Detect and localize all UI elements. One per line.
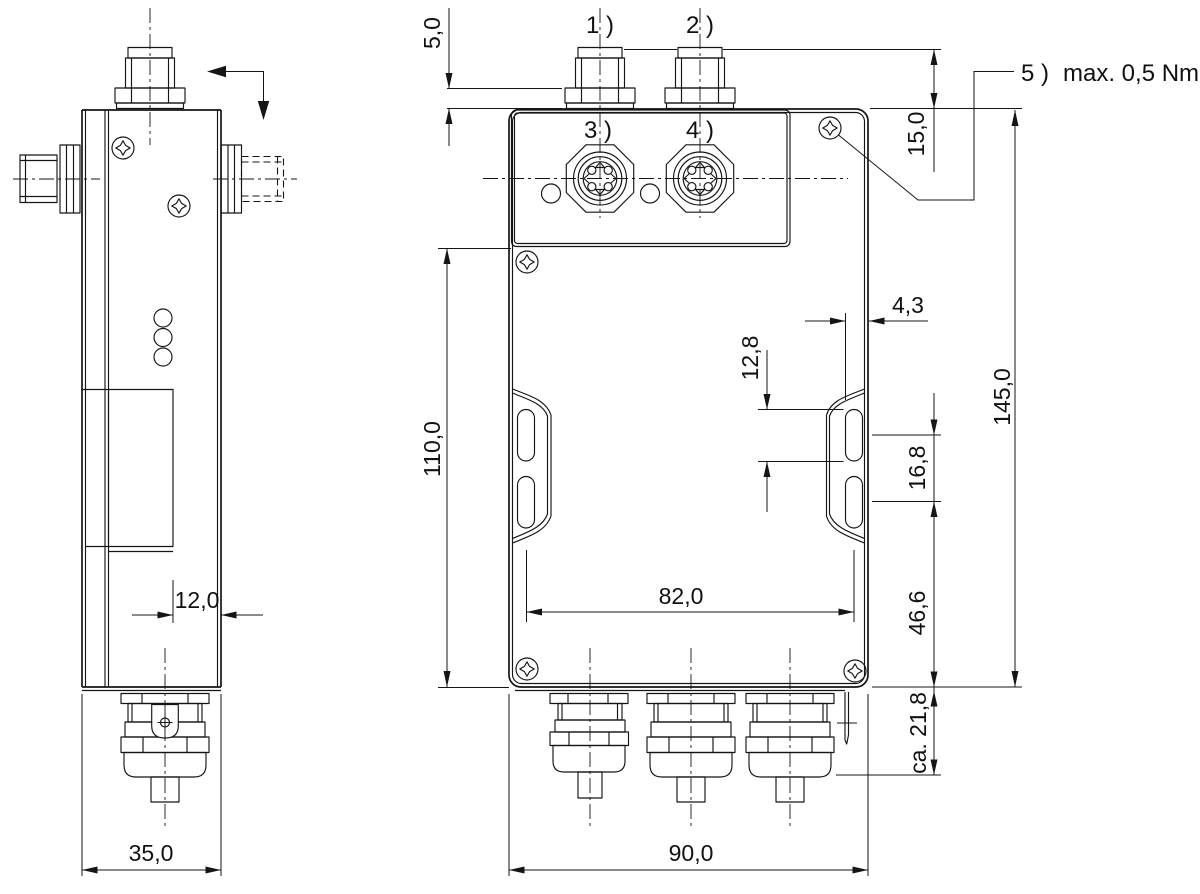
dim-body-height-text: 110,0 — [419, 421, 445, 477]
top-connector-2 — [664, 8, 736, 218]
dim-side-width-text: 35,0 — [129, 840, 174, 866]
dim-side-width: 35,0 — [81, 694, 222, 876]
dim-slot-width-text: 4,3 — [892, 292, 924, 318]
front-dimensions: 5,0 15,0 145,0 110,0 — [419, 8, 1022, 876]
view-direction-arrow — [207, 65, 270, 120]
top-connector-1 — [564, 8, 636, 218]
dim-washer-height: 5,0 — [419, 8, 562, 146]
dim-gland-length-text: ca. 21,8 — [905, 692, 931, 774]
dim-connector-protrusion-text: 15,0 — [903, 112, 929, 157]
dim-side-offset-text: 12,0 — [175, 587, 220, 613]
note-text: max. 0,5 Nm — [1063, 60, 1199, 87]
led-icon — [639, 183, 661, 204]
dim-slot-to-base-text: 46,6 — [904, 591, 930, 636]
dim-front-width-text: 90,0 — [669, 840, 714, 866]
side-display-window — [107, 388, 174, 548]
dim-slot-length-text: 12,8 — [737, 336, 763, 381]
led-icon — [153, 347, 173, 367]
dim-total-height: 145,0 — [872, 110, 1022, 688]
side-top-connector — [114, 8, 186, 145]
dim-slot-to-base: 46,6 — [904, 591, 938, 687]
dim-front-width: 90,0 — [508, 694, 869, 876]
dim-hole-spacing-text: 82,0 — [659, 583, 704, 609]
front-cable-gland-small — [549, 648, 630, 830]
connector-label-2: 2 ) — [686, 12, 714, 39]
dim-gland-length: ca. 21,8 — [836, 691, 941, 776]
side-housing-outline — [81, 109, 222, 692]
clip-pin — [837, 692, 857, 745]
dim-connector-protrusion: 15,0 — [624, 49, 1022, 172]
led-icon — [153, 327, 173, 348]
note-ref-label: 5 ) — [1021, 60, 1049, 87]
led-icon — [153, 308, 173, 328]
dim-slot-length: 12,8 — [737, 336, 844, 512]
side-led-indicators — [153, 308, 173, 367]
side-cable-gland — [120, 648, 210, 830]
side-view: 12,0 35,0 — [13, 8, 297, 876]
torque-note: 5 ) max. 0,5 Nm — [838, 60, 1199, 201]
connector-label-3: 3 ) — [584, 117, 612, 144]
dim-side-offset: 12,0 — [132, 580, 263, 623]
connector-label-4: 4 ) — [686, 117, 714, 144]
left-mounting-boss — [512, 388, 552, 544]
led-icon — [540, 183, 562, 204]
dim-slot-pitch-text: 16,8 — [904, 446, 930, 491]
front-cable-gland-mid — [646, 648, 736, 830]
dim-total-height-text: 145,0 — [989, 368, 1015, 426]
dim-washer-height-text: 5,0 — [419, 17, 445, 49]
dim-slot-width: 4,3 — [805, 292, 928, 400]
front-view: 1 ) 2 ) 3 ) 4 ) 5 ) max. 0,5 Nm — [483, 8, 1199, 830]
right-mounting-boss — [825, 388, 865, 544]
dim-hole-spacing: 82,0 — [526, 550, 855, 622]
connector-label-1: 1 ) — [586, 12, 614, 39]
dim-body-height: 110,0 — [419, 248, 511, 688]
leader-line — [838, 71, 1014, 201]
front-cable-gland-right — [745, 648, 835, 830]
dim-slot-pitch: 16,8 — [872, 393, 941, 775]
